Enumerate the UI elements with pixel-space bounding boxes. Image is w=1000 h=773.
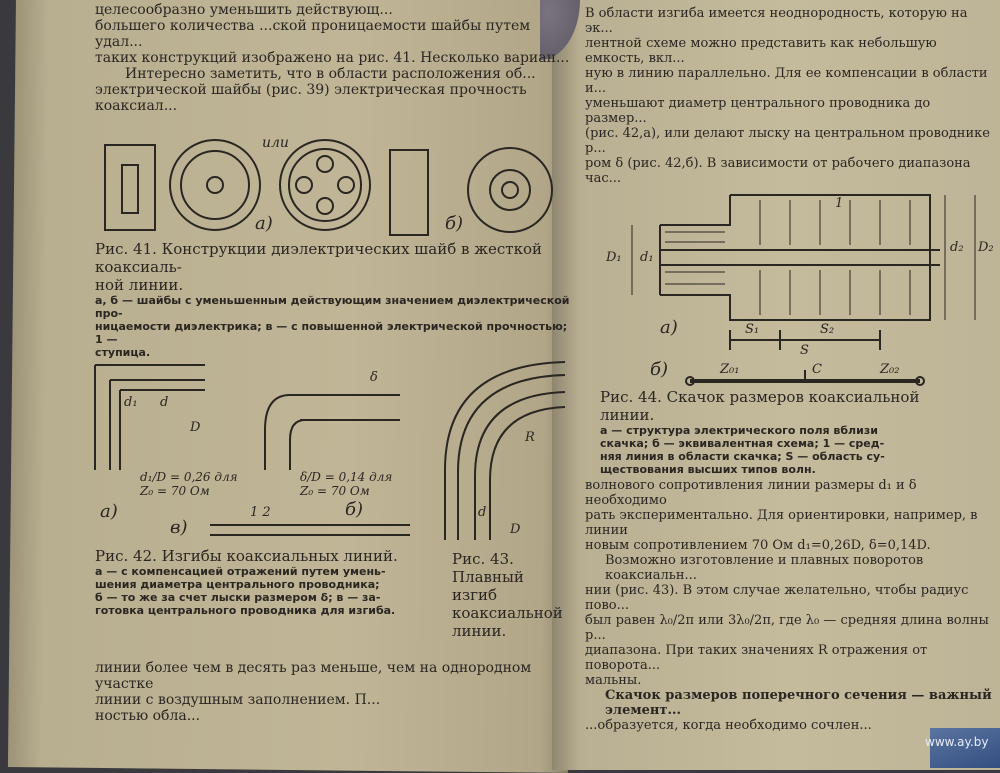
figure-42-drawing bbox=[94, 364, 410, 536]
figure-41-caption-block: Рис. 41. Конструкции диэлектрических шай… bbox=[95, 240, 570, 359]
text-line: волнового сопротивления линии размеры d₁… bbox=[585, 478, 917, 508]
figure-44-drawing bbox=[631, 194, 976, 386]
figure-drawings bbox=[94, 139, 976, 540]
text-line: В области изгиба имеется неоднородность,… bbox=[585, 6, 968, 36]
mark-D2: D₂ bbox=[978, 240, 994, 255]
legend-line: а — структура электрического поля вблизи bbox=[600, 424, 878, 437]
legend-line: ступица. bbox=[95, 346, 151, 359]
figure-43-mark-D: D bbox=[510, 522, 521, 537]
text-line: рать экспериментально. Для ориентировки,… bbox=[585, 508, 978, 538]
right-top-paragraph: В области изгиба имеется неоднородность,… bbox=[585, 6, 995, 186]
figure-44-caption-block: Рис. 44. Скачок размеров коаксиальной ли… bbox=[600, 388, 995, 476]
text-line: Возможно изготовление и плавных поворото… bbox=[605, 553, 924, 583]
mark-d1: d₁ bbox=[640, 250, 654, 265]
mark-Z02: Z₀₂ bbox=[880, 362, 900, 377]
figure-41-caption: Рис. 41. Конструкции диэлектрических шай… bbox=[95, 240, 542, 276]
text-line: ром δ (рис. 42,б). В зависимости от рабо… bbox=[585, 156, 971, 186]
text-line: (рис. 42,а), или делают лыску на централ… bbox=[585, 126, 990, 156]
annotation-line: d₁/D = 0,26 для bbox=[140, 470, 238, 484]
legend-line: а — с компенсацией отражений путем умень… bbox=[95, 565, 386, 578]
text-line: таких конструкций изображено на рис. 41.… bbox=[95, 50, 570, 66]
left-bottom-paragraph: линии более чем в десять раз меньше, чем… bbox=[95, 660, 570, 724]
mark-d2: d₂ bbox=[950, 240, 964, 255]
annotation-line: Z₀ = 70 Ом bbox=[300, 484, 370, 498]
caption-line: Рис. 43. Плавный изгиб bbox=[452, 550, 524, 604]
text-line: был равен λ₀/2π или 3λ₀/2π, где λ₀ — сре… bbox=[585, 613, 989, 643]
watermark: www.ay.by bbox=[925, 735, 989, 749]
figure-41-label-b: б) bbox=[445, 213, 464, 234]
figure-44-caption-cont: линии. bbox=[600, 406, 655, 424]
figure-41-or-label: или bbox=[262, 135, 289, 151]
text-line: ную в линию параллельно. Для ее компенса… bbox=[585, 66, 988, 96]
mark-1: 1 bbox=[835, 196, 844, 211]
text-line: диапазона. При таких значениях R отражен… bbox=[585, 643, 928, 673]
right-bottom-paragraph: волнового сопротивления линии размеры d₁… bbox=[585, 478, 997, 733]
annotation-line: δ/D = 0,14 для bbox=[300, 470, 393, 484]
right-page bbox=[552, 0, 1000, 770]
figure-44-label-b: б) bbox=[650, 359, 669, 380]
mark-S: S bbox=[800, 343, 809, 358]
figure-43-caption: Рис. 43. Плавный изгиб коаксиальной лини… bbox=[452, 550, 572, 640]
text-line: ...образуется, когда необходимо сочлен..… bbox=[585, 718, 872, 733]
legend-line: ществования высших типов волн. bbox=[600, 463, 816, 476]
text-line: большего количества ...ской проницаемост… bbox=[95, 18, 531, 50]
text-line: новым сопротивлением 70 Ом d₁=0,26D, δ=0… bbox=[585, 538, 931, 553]
figure-42-label-c: в) bbox=[170, 517, 188, 538]
legend-line: б — то же за счет лыски размером δ; в — … bbox=[95, 591, 381, 604]
text-line: Интересно заметить, что в области распол… bbox=[125, 66, 536, 82]
mark-delta: δ bbox=[370, 370, 378, 385]
text-line: нии (рис. 43). В этом случае желательно,… bbox=[585, 583, 969, 613]
legend-line: ницаемости диэлектрика; в — с повышенной… bbox=[95, 320, 568, 346]
legend-line: готовка центрального проводника для изги… bbox=[95, 604, 396, 617]
left-top-paragraph: целесообразно уменьшить действующ... бол… bbox=[95, 2, 570, 114]
mark-D1: D₁ bbox=[606, 250, 622, 265]
figure-42-part-marks: 1 2 bbox=[250, 505, 271, 520]
text-line: мальны. bbox=[585, 673, 642, 688]
text-line: электрической шайбы (рис. 39) электричес… bbox=[95, 82, 527, 114]
mark-Z01: Z₀₁ bbox=[720, 362, 740, 377]
figure-43-drawing bbox=[444, 361, 566, 540]
text-line: уменьшают диаметр центрального проводник… bbox=[585, 96, 931, 126]
mark-D: D bbox=[190, 420, 201, 435]
text-line: целесообразно уменьшить действующ... bbox=[95, 2, 393, 18]
mark-d: d bbox=[160, 395, 169, 410]
text-line: ностью обла... bbox=[95, 708, 201, 724]
figure-42-annotation-b: δ/D = 0,14 для Z₀ = 70 Ом bbox=[300, 470, 392, 498]
figure-44-caption: Рис. 44. Скачок размеров коаксиальной bbox=[600, 388, 920, 406]
legend-line: шения диаметра центрального проводника; bbox=[95, 578, 380, 591]
legend-line: няя линия в области скачка; S — область … bbox=[600, 450, 885, 463]
figure-41-drawing bbox=[104, 139, 553, 236]
figure-42-caption: Рис. 42. Изгибы коаксиальных линий. bbox=[95, 547, 398, 565]
figure-42-label-b: б) bbox=[345, 499, 364, 520]
figure-43-mark-R: R bbox=[525, 430, 535, 445]
annotation-line: Z₀ = 70 Ом bbox=[140, 484, 210, 498]
mark-S1: S₁ bbox=[745, 322, 760, 337]
figure-44-label-a: а) bbox=[660, 317, 678, 338]
mark-S2: S₂ bbox=[820, 322, 835, 337]
caption-line: коаксиальной линии. bbox=[452, 604, 563, 640]
figure-42-label-a: а) bbox=[100, 501, 118, 522]
figure-41-caption-cont: ной линии. bbox=[95, 276, 184, 294]
text-line: лентной схеме можно представить как небо… bbox=[585, 36, 937, 66]
text-line: Скачок размеров поперечного сечения — ва… bbox=[605, 688, 992, 718]
text-line: линии с воздушным заполнением. П... bbox=[95, 692, 381, 708]
legend-line: скачка; б — эквивалентная схема; 1 — сре… bbox=[600, 437, 885, 450]
mark-d1: d₁ bbox=[124, 395, 138, 410]
mark-C: C bbox=[812, 362, 822, 377]
figure-42-annotation-a: d₁/D = 0,26 для Z₀ = 70 Ом bbox=[140, 470, 238, 498]
legend-line: а, б — шайбы с уменьшенным действующим з… bbox=[95, 294, 570, 320]
text-line: линии более чем в десять раз меньше, чем… bbox=[95, 660, 532, 692]
figure-41-label-a: а) bbox=[255, 213, 273, 234]
figure-42-caption-block: Рис. 42. Изгибы коаксиальных линий. а — … bbox=[95, 547, 445, 617]
figure-43-mark-d: d bbox=[478, 505, 487, 520]
